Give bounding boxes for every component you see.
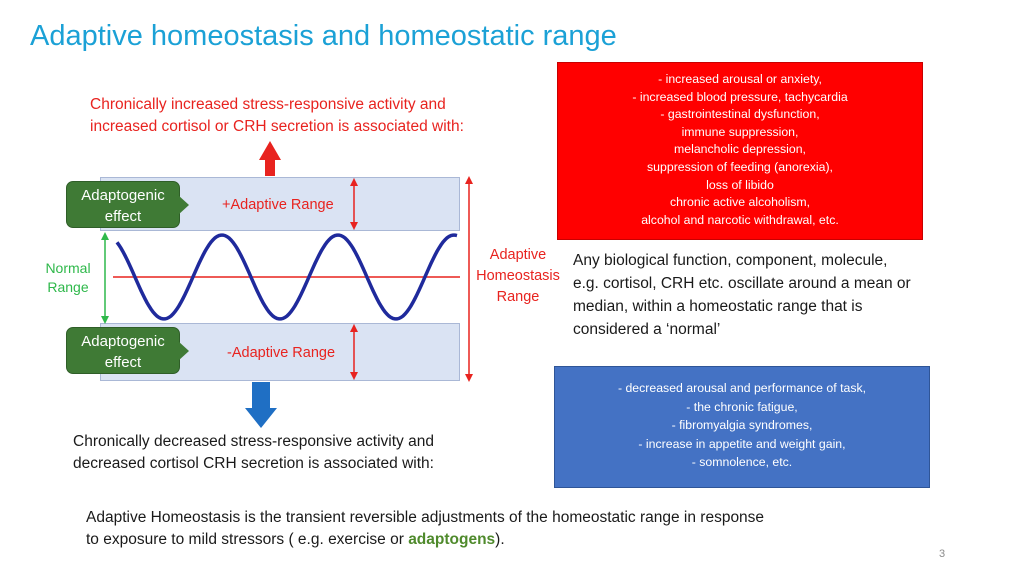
description-line: Any biological function, component, mole… xyxy=(573,252,888,269)
effect-item: - the chronic fatigue, xyxy=(686,399,798,414)
caption-line: Chronically decreased stress-responsive … xyxy=(73,433,434,450)
decreased-activity-caption: Chronically decreased stress-responsive … xyxy=(73,431,434,475)
adaptogenic-line: effect xyxy=(104,354,142,371)
slide-title: Adaptive homeostasis and homeostatic ran… xyxy=(30,20,617,52)
definition-text: to exposure to mild stressors ( e.g. exe… xyxy=(86,531,409,548)
adaptogenic-line: Adaptogenic xyxy=(81,333,165,350)
adaptogenic-effect-upper: Adaptogenic effect xyxy=(66,181,180,228)
range-label-line: Adaptive xyxy=(489,247,547,263)
oscillation-description: Any biological function, component, mole… xyxy=(573,249,911,341)
definition-text: ). xyxy=(495,531,505,548)
caption-line: Chronically increased stress-responsive … xyxy=(90,96,446,113)
effect-item: - fibromyalgia syndromes, xyxy=(671,418,813,432)
description-line: e.g. cortisol, CRH etc. oscillate around… xyxy=(573,275,911,292)
normal-range-line: Normal xyxy=(45,260,91,276)
range-label-line: Range xyxy=(496,289,540,305)
adaptive-homeostasis-definition: Adaptive Homeostasis is the transient re… xyxy=(86,507,764,551)
effect-item: loss of libido xyxy=(706,177,774,192)
oscillation-wave xyxy=(115,233,458,321)
definition-line: to exposure to mild stressors ( e.g. exe… xyxy=(86,529,764,551)
effect-item: melancholic depression, xyxy=(674,142,806,157)
description-line: median, within a homeostatic range that … xyxy=(573,298,863,315)
adaptogens-highlight: adaptogens xyxy=(408,531,496,548)
adaptogenic-pointer-upper xyxy=(178,195,189,215)
effect-item: - somnolence, etc. xyxy=(691,455,793,469)
definition-line: Adaptive Homeostasis is the transient re… xyxy=(86,509,765,526)
caption-line: decreased cortisol CRH secretion is asso… xyxy=(73,455,434,472)
up-arrow xyxy=(259,141,281,176)
effect-item: - increase in appetite and weight gain, xyxy=(638,436,846,451)
description-line: considered a ‘normal’ xyxy=(573,321,721,338)
effect-item: alcohol and narcotic withdrawal, etc. xyxy=(641,212,839,227)
decreased-effects-box: - decreased arousal and performance of t… xyxy=(554,366,930,488)
normal-range-label: Normal Range xyxy=(36,259,100,297)
effect-item: suppression of feeding (anorexia), xyxy=(647,159,833,174)
page-number: 3 xyxy=(939,548,946,560)
increased-activity-caption: Chronically increased stress-responsive … xyxy=(90,94,464,138)
lower-band-label: -Adaptive Range xyxy=(227,345,336,361)
adaptogenic-line: Adaptogenic xyxy=(81,187,165,204)
increased-effects-box: - increased arousal or anxiety, - increa… xyxy=(557,62,923,240)
effect-item: - gastrointestinal dysfunction, xyxy=(660,107,820,122)
effect-item: chronic active alcoholism, xyxy=(669,195,811,210)
adaptogenic-line: effect xyxy=(104,208,142,225)
upper-band-label: +Adaptive Range xyxy=(222,197,334,213)
adaptogenic-effect-lower: Adaptogenic effect xyxy=(66,327,180,374)
effect-item: immune suppression, xyxy=(681,124,799,139)
down-arrow xyxy=(245,382,277,428)
adaptive-homeostasis-range-label: Adaptive Homeostasis Range xyxy=(470,245,566,308)
range-label-line: Homeostasis xyxy=(476,268,560,284)
caption-line: increased cortisol or CRH secretion is a… xyxy=(90,118,464,135)
normal-range-line: Range xyxy=(47,279,89,295)
effect-item: - increased arousal or anxiety, xyxy=(658,72,822,86)
effect-item: - decreased arousal and performance of t… xyxy=(617,381,867,395)
effect-item: - increased blood pressure, tachycardia xyxy=(632,89,848,104)
adaptogenic-pointer-lower xyxy=(178,341,189,361)
